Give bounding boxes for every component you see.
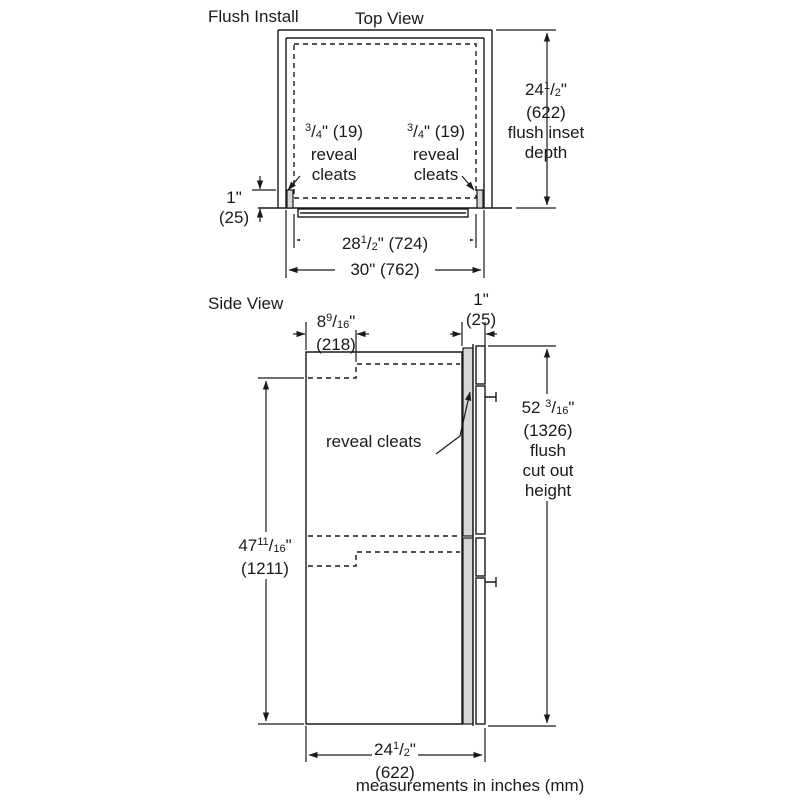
- upper-handle: [485, 392, 497, 402]
- cutout-height-label: 52 3/16" (1326) flush cut out height: [500, 394, 596, 501]
- cabinet-front-right: [483, 190, 493, 208]
- top-depth-inches: 89/16": [316, 312, 356, 331]
- door-offset-inches: 1": [473, 290, 489, 309]
- top-offset-label: 1" (25): [212, 188, 256, 228]
- cabinet-front-left: [277, 190, 287, 208]
- lower-oven-door: [475, 577, 486, 725]
- reveal-cleats-callout: reveal cleats: [326, 432, 422, 451]
- cleat-callout-leader: [435, 391, 472, 455]
- side-view-drawing: [258, 322, 556, 762]
- measurement-units-note: measurements in inches (mm): [355, 776, 585, 795]
- cutout-wall-inner: [285, 37, 485, 190]
- upper-oven-door-top: [475, 345, 486, 385]
- cutout-height-mm: (1326): [500, 421, 596, 441]
- flush-inset-depth-text-2: depth: [524, 143, 568, 162]
- cutout-height-text-2: cut out: [500, 461, 596, 481]
- cabinet-height-mm: (1211): [241, 559, 289, 578]
- lower-oven-step: [308, 551, 460, 567]
- cutout-height-inches: 52 3/16": [500, 394, 596, 421]
- door-offset-mm: (25): [465, 310, 497, 329]
- top-view-drawing: [252, 29, 556, 278]
- cabinet-height-label: 4711/16" (1211): [226, 532, 304, 579]
- right-cleat-leader: [461, 175, 475, 191]
- door-offset-label: 1" (25): [456, 290, 506, 330]
- flush-inset-depth-text-1: flush inset: [507, 123, 585, 142]
- right-reveal-cleat-text-1: reveal: [412, 145, 460, 164]
- left-reveal-cleat-size: 3/4" (19): [305, 122, 363, 141]
- flush-inset-depth-mm: (622): [526, 103, 566, 122]
- left-reveal-cleat-text-2: cleats: [311, 165, 357, 184]
- upper-oven-door: [475, 385, 486, 535]
- right-reveal-cleat-size: 3/4" (19): [407, 122, 465, 141]
- top-depth-mm: (218): [316, 335, 356, 354]
- outer-width-label: 30" (762): [335, 260, 435, 280]
- lower-oven-door-top: [475, 537, 486, 577]
- right-cleat-top: [476, 189, 484, 209]
- left-reveal-cleat-label: 3/4" (19) reveal cleats: [294, 118, 374, 185]
- top-offset-mm: (25): [218, 208, 250, 227]
- bottom-depth-inches: 241/2": [372, 736, 418, 763]
- heading-side-view: Side View: [208, 294, 284, 313]
- top-offset-inches: 1": [226, 188, 242, 207]
- cutout-height-text-1: flush: [500, 441, 596, 461]
- top-depth-label: 89/16" (218): [298, 308, 374, 355]
- left-cleat-top: [286, 189, 294, 209]
- flush-inset-depth-value: 241/2": [525, 80, 567, 99]
- left-reveal-cleat-text-1: reveal: [310, 145, 358, 164]
- cabinet-height-inches: 4711/16": [238, 536, 292, 555]
- upper-oven-step: [308, 363, 460, 379]
- heading-top-view: Top View: [355, 9, 424, 28]
- reveal-cleat-upper: [462, 347, 474, 537]
- cabinet-outline: [305, 351, 463, 725]
- left-cleat-leader: [287, 175, 301, 191]
- appliance-outline: [293, 43, 477, 199]
- flush-inset-depth-label: 241/2" (622) flush inset depth: [496, 76, 596, 163]
- door-handle-top: [297, 208, 469, 218]
- bottom-depth-label: 241/2" (622): [355, 736, 435, 783]
- lower-handle: [485, 577, 497, 587]
- right-reveal-cleat-label: 3/4" (19) reveal cleats: [396, 118, 476, 185]
- cutout-wall-outer: [277, 29, 493, 190]
- reveal-cleat-lower: [462, 537, 474, 725]
- heading-flush-install: Flush Install: [208, 7, 299, 26]
- bottom-depth-mm: (622): [375, 763, 415, 782]
- cutout-height-text-3: height: [500, 481, 596, 501]
- inner-width-label: 281/2" (724): [300, 230, 470, 257]
- right-reveal-cleat-text-2: cleats: [413, 165, 459, 184]
